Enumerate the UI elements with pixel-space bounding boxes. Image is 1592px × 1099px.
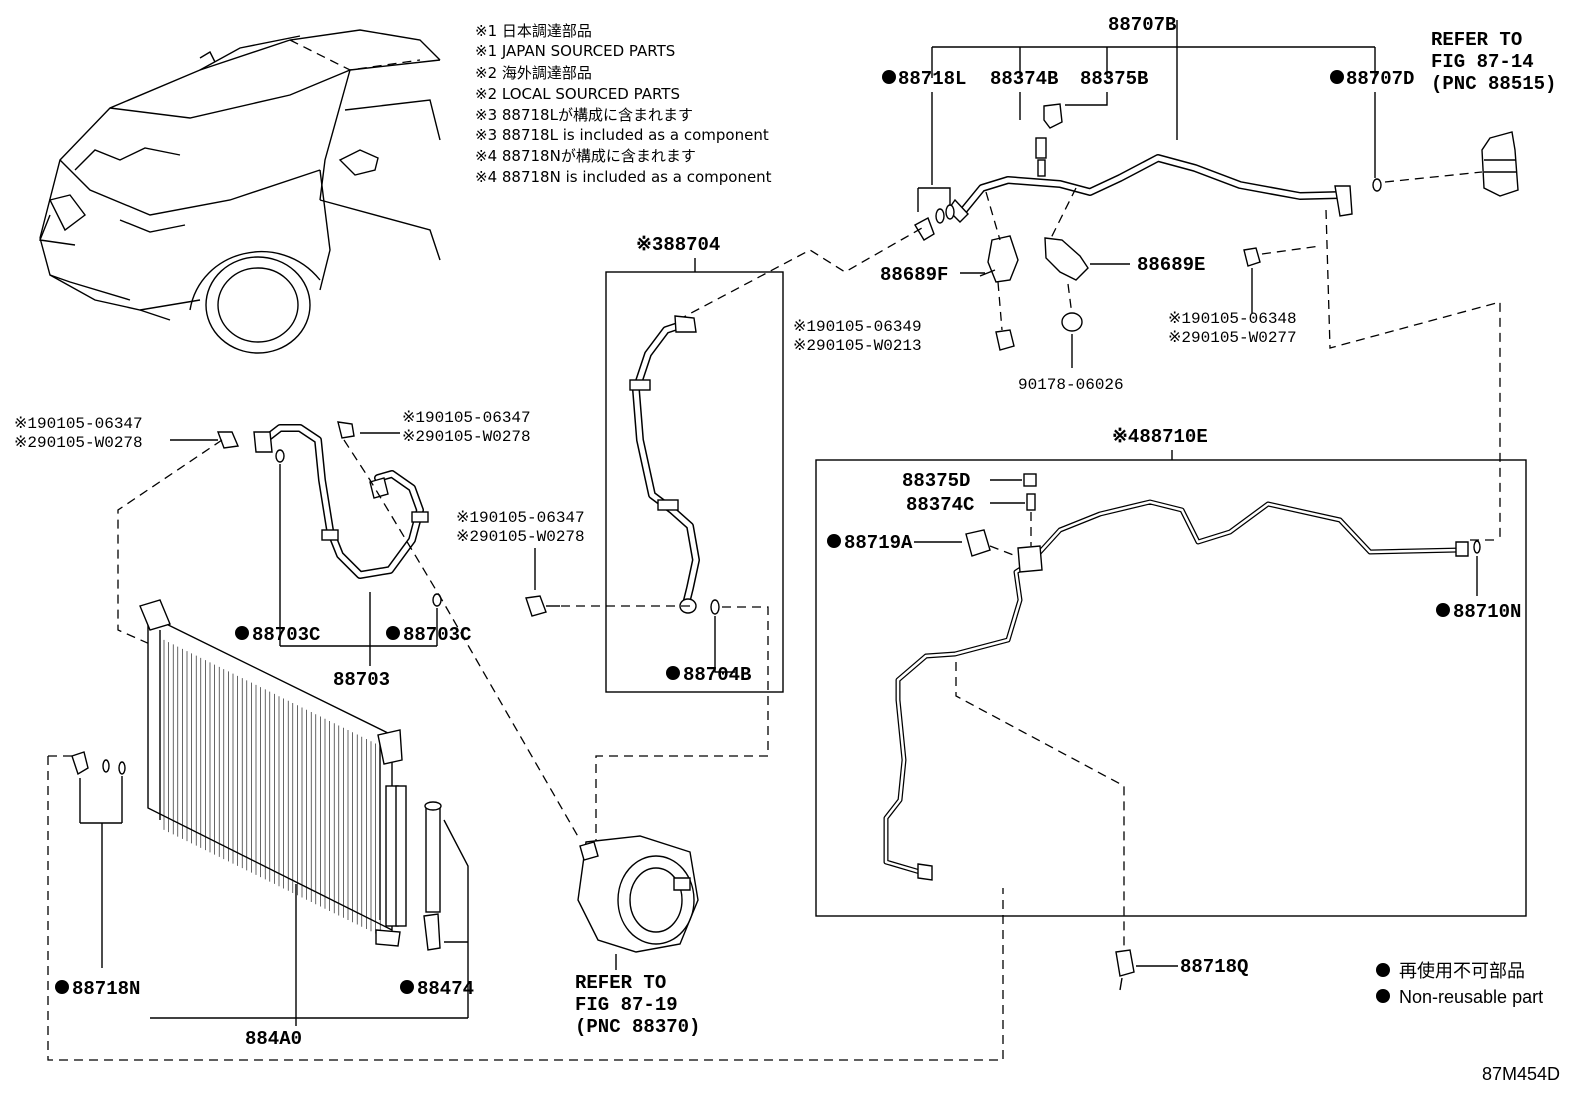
reference-line: FIG 87-19 (575, 994, 678, 1016)
figure-id: 87M454D (1482, 1064, 1560, 1084)
clip-90178-06026: 90178-06026 (1018, 312, 1124, 394)
part-label-88703[interactable]: 88703 (333, 669, 390, 691)
legend-en: Non-reusable part (1399, 987, 1543, 1007)
part-label-90178-06026[interactable]: 90178-06026 (1018, 376, 1124, 394)
note-line: ※4 88718Nが構成に含まれます (475, 147, 696, 165)
part-label-88375B[interactable]: 88375B (1080, 68, 1148, 90)
suction-hose-88704-box: ※388704 88704B (560, 234, 784, 884)
part-label-90105-06347[interactable]: ※190105-06347 (456, 509, 585, 527)
part-label-90105-W0277[interactable]: ※290105-W0277 (1168, 329, 1297, 347)
legend: 再使用不可部品 Non-reusable part (1376, 961, 1543, 1007)
clamp-88718Q: 88718Q (1115, 949, 1248, 991)
part-label-88374B[interactable]: 88374B (990, 68, 1058, 90)
legend-jp: 再使用不可部品 (1399, 961, 1525, 981)
note-line: ※1 JAPAN SOURCED PARTS (475, 42, 675, 60)
reference-line: REFER TO (1431, 29, 1522, 51)
part-label-90105-06347[interactable]: ※190105-06347 (402, 409, 531, 427)
part-label-88689E[interactable]: 88689E (1137, 254, 1205, 276)
reference-line: FIG 87-14 (1431, 51, 1534, 73)
liquid-tube-88710E-box: ※488710E 88375D 88374C 88719A 88710N (815, 426, 1527, 948)
part-label-88719A[interactable]: 88719A (844, 532, 913, 554)
part-label-90105-W0278[interactable]: ※290105-W0278 (456, 528, 585, 546)
part-label-88710E[interactable]: ※488710E (1112, 426, 1208, 448)
bolt-90105-06348: ※190105-06348 ※290105-W0277 (1168, 245, 1321, 347)
condenser-884A0: 88718N 88474 884A0 (47, 439, 1004, 1061)
bolt-90105-06349: ※190105-06349 ※290105-W0213 (793, 318, 1015, 355)
compressor-reference[interactable]: REFER TO FIG 87-19 (PNC 88370) (575, 835, 700, 1038)
part-label-88474[interactable]: 88474 (417, 978, 474, 1000)
part-label-90105-W0278[interactable]: ※290105-W0278 (402, 428, 531, 446)
part-label-88710N[interactable]: 88710N (1453, 601, 1521, 623)
reference-line: (PNC 88515) (1431, 73, 1556, 95)
note-line: ※4 88718N is included as a component (475, 168, 772, 186)
note-line: ※2 LOCAL SOURCED PARTS (475, 85, 680, 103)
part-label-88703C-right[interactable]: 88703C (403, 624, 471, 646)
bracket-88689F: 88689F (880, 235, 1019, 286)
source-notes: ※1 日本調達部品 ※1 JAPAN SOURCED PARTS ※2 海外調達… (475, 22, 772, 186)
part-label-88718N[interactable]: 88718N (72, 978, 140, 1000)
part-label-90105-06349[interactable]: ※190105-06349 (793, 318, 922, 336)
reference-line: (PNC 88370) (575, 1016, 700, 1038)
discharge-hose-88703: ※190105-06347 ※290105-W0278 ※190105-0634… (14, 409, 531, 691)
reference-line: REFER TO (575, 972, 666, 994)
note-line: ※2 海外調達部品 (475, 64, 592, 82)
part-label-90105-W0278[interactable]: ※290105-W0278 (14, 434, 143, 452)
part-label-88689F[interactable]: 88689F (880, 264, 948, 286)
part-label-90105-06347[interactable]: ※190105-06347 (14, 415, 143, 433)
note-line: ※3 88718Lが構成に含まれます (475, 106, 693, 124)
part-label-88718Q[interactable]: 88718Q (1180, 956, 1248, 978)
part-label-88375D[interactable]: 88375D (902, 470, 970, 492)
part-label-88704B[interactable]: 88704B (683, 664, 751, 686)
part-label-90105-W0213[interactable]: ※290105-W0213 (793, 337, 922, 355)
part-label-88707B[interactable]: 88707B (1108, 14, 1176, 36)
bolt-90105-06347-center: ※190105-06347 ※290105-W0278 (456, 509, 585, 617)
part-label-88374C[interactable]: 88374C (906, 494, 974, 516)
note-line: ※1 日本調達部品 (475, 22, 592, 40)
reference-fig-87-14[interactable]: REFER TO FIG 87-14 (PNC 88515) (1384, 29, 1556, 197)
condenser-fins (163, 639, 381, 936)
part-label-884A0[interactable]: 884A0 (245, 1028, 302, 1050)
bracket-88689E: 88689E (1044, 237, 1205, 281)
part-label-88718L[interactable]: 88718L (898, 68, 966, 90)
vehicle-illustration (39, 29, 441, 354)
part-label-88703C-left[interactable]: 88703C (252, 624, 320, 646)
part-label-90105-06348[interactable]: ※190105-06348 (1168, 310, 1297, 328)
note-line: ※3 88718L is included as a component (475, 126, 769, 144)
discharge-hose-group: 88707B 88718L 88374B 88375B 88707D (882, 14, 1414, 241)
part-label-88704[interactable]: ※388704 (636, 234, 720, 256)
part-label-88707D[interactable]: 88707D (1346, 68, 1414, 90)
